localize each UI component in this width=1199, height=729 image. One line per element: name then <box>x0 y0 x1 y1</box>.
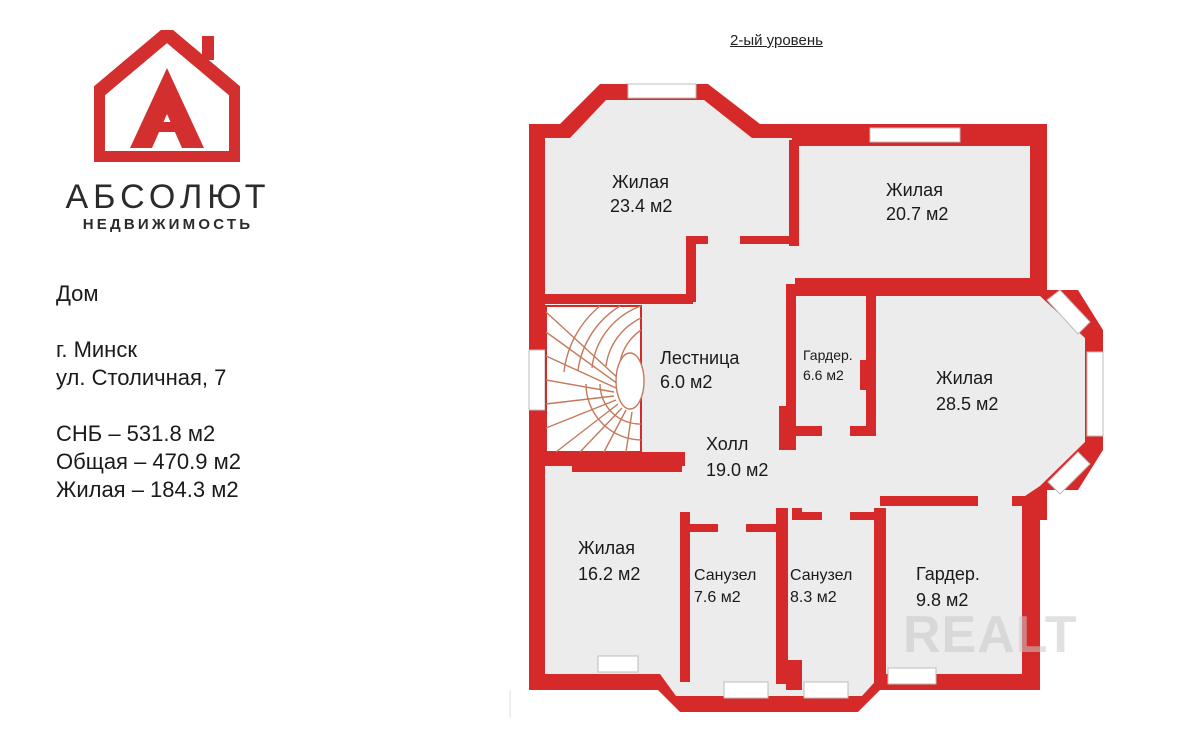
interior-walls <box>545 140 1040 690</box>
area-snb: СНБ – 531.8 м2 <box>56 421 216 446</box>
room-name: Лестница <box>660 348 740 368</box>
room-name: Жилая <box>578 538 635 558</box>
room-area: 7.6 м2 <box>694 589 741 606</box>
room-area: 6.6 м2 <box>803 367 844 383</box>
room-area: 23.4 м2 <box>610 196 672 216</box>
room-area: 8.3 м2 <box>790 589 837 606</box>
company-logo: АБСОЛЮТ НЕДВИЖИМОСТЬ <box>52 30 292 240</box>
room-area: 16.2 м2 <box>578 564 640 584</box>
room-area: 28.5 м2 <box>936 394 998 414</box>
room-name: Санузел <box>694 567 756 584</box>
brand-subtitle: НЕДВИЖИМОСТЬ <box>82 216 254 233</box>
room-area: 19.0 м2 <box>706 460 768 480</box>
level-title: 2-ый уровень <box>730 32 823 49</box>
room-name: Холл <box>706 434 748 454</box>
room-name: Гардер. <box>803 347 853 363</box>
room-name: Санузел <box>790 567 852 584</box>
windows <box>528 83 1104 699</box>
room-name: Жилая <box>886 180 943 200</box>
property-info: Дом г. Минск ул. Столичная, 7 СНБ – 531.… <box>56 280 241 504</box>
room-name: Жилая <box>612 172 669 192</box>
realt-watermark: REALT <box>903 606 1078 664</box>
room-name: Жилая <box>936 368 993 388</box>
property-type: Дом <box>56 281 99 306</box>
area-living: Жилая – 184.3 м2 <box>56 477 239 502</box>
staircase-icon <box>545 305 645 453</box>
room-area: 6.0 м2 <box>660 372 712 392</box>
house-logo-icon <box>94 30 240 162</box>
room-name: Гардер. <box>916 564 980 584</box>
area-total: Общая – 470.9 м2 <box>56 449 241 474</box>
room-area: 20.7 м2 <box>886 204 948 224</box>
property-city: г. Минск <box>56 337 137 362</box>
property-street: ул. Столичная, 7 <box>56 365 227 390</box>
brand-name: АБСОЛЮТ <box>65 178 271 216</box>
room-area: 9.8 м2 <box>916 590 968 610</box>
